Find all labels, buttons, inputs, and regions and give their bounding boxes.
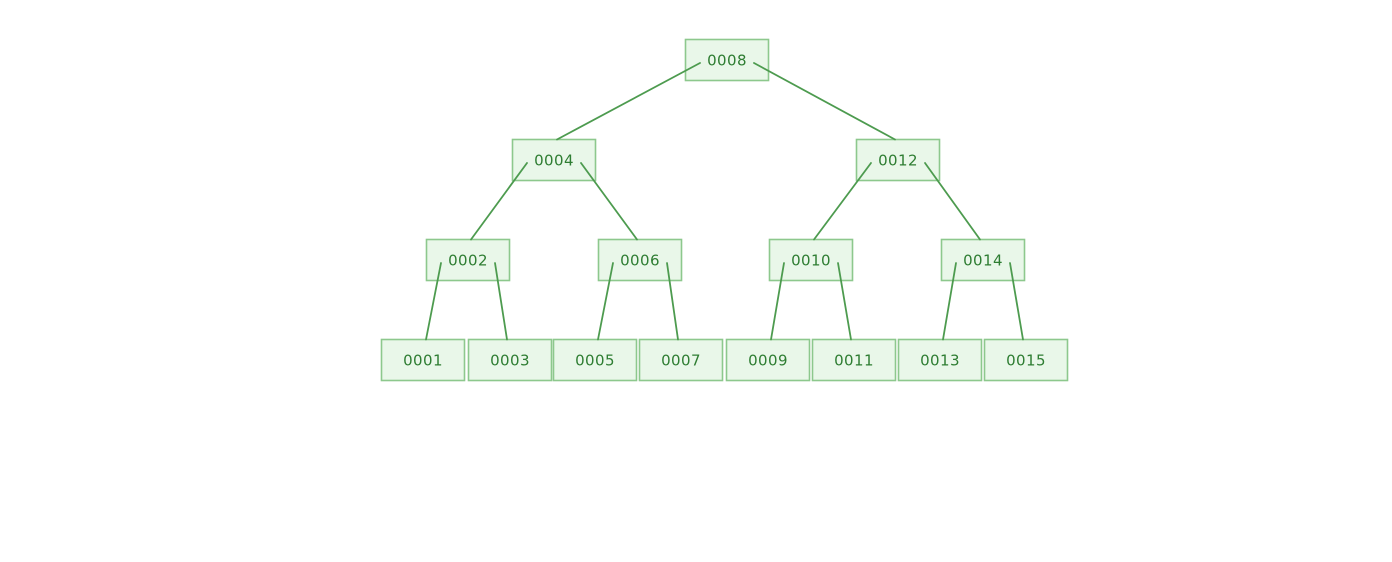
tree-node-box-0013: [897, 338, 983, 382]
tree-node-box-0008: [684, 38, 770, 82]
tree-node-label-0004: 0004: [534, 152, 574, 170]
tree-node-label-0013: 0013: [920, 352, 960, 370]
tree-node-boxes: [380, 38, 1069, 382]
tree-edge-0010-0011: [837, 262, 852, 341]
tree-node-box-0009: [725, 338, 811, 382]
tree-node-box-0010: [768, 238, 854, 282]
tree-edges: [425, 62, 1024, 341]
tree-node-label-0014: 0014: [963, 252, 1003, 270]
tree-edge-0002-0001: [425, 262, 442, 341]
tree-node-label-0012: 0012: [878, 152, 918, 170]
tree-node-box-0005: [552, 338, 638, 382]
tree-node-box-0014: [940, 238, 1026, 282]
tree-node-label-0008: 0008: [707, 52, 747, 70]
tree-edge-0008-0012: [753, 62, 896, 141]
tree-node-box-0007: [638, 338, 724, 382]
tree-edge-0002-0003: [494, 262, 508, 341]
tree-edge-0004-0006: [580, 162, 638, 241]
tree-edge-0006-0005: [597, 262, 614, 341]
tree-node-label-0009: 0009: [748, 352, 788, 370]
tree-node-box-0004: [511, 138, 597, 182]
tree-node-label-0011: 0011: [834, 352, 874, 370]
tree-edge-0012-0010: [813, 162, 872, 241]
tree-edge-0008-0004: [556, 62, 701, 141]
tree-node-label-0006: 0006: [620, 252, 660, 270]
tree-node-labels: 0008 0004 0012 0002 0006 0010 0014 0001 0003 0005…: [403, 52, 1046, 370]
tree-edge-0004-0002: [470, 162, 528, 241]
tree-node-box-0015: [983, 338, 1069, 382]
tree-node-box-0001: [380, 338, 466, 382]
tree-edge-0010-0009: [770, 262, 785, 341]
tree-node-box-0012: [855, 138, 941, 182]
tree-node-box-0003: [467, 338, 553, 382]
tree-node-label-0010: 0010: [791, 252, 831, 270]
tree-node-box-0002: [425, 238, 511, 282]
tree-node-label-0001: 0001: [403, 352, 443, 370]
tree-node-label-0007: 0007: [661, 352, 701, 370]
tree-node-box-0011: [811, 338, 897, 382]
tree-node-label-0002: 0002: [448, 252, 488, 270]
tree-node-label-0005: 0005: [575, 352, 615, 370]
tree-edge-0006-0007: [666, 262, 679, 341]
tree-edge-0012-0014: [924, 162, 981, 241]
tree-node-label-0015: 0015: [1006, 352, 1046, 370]
tree-edge-0014-0013: [942, 262, 957, 341]
tree-node-label-0003: 0003: [490, 352, 530, 370]
tree-edge-0014-0015: [1009, 262, 1024, 341]
